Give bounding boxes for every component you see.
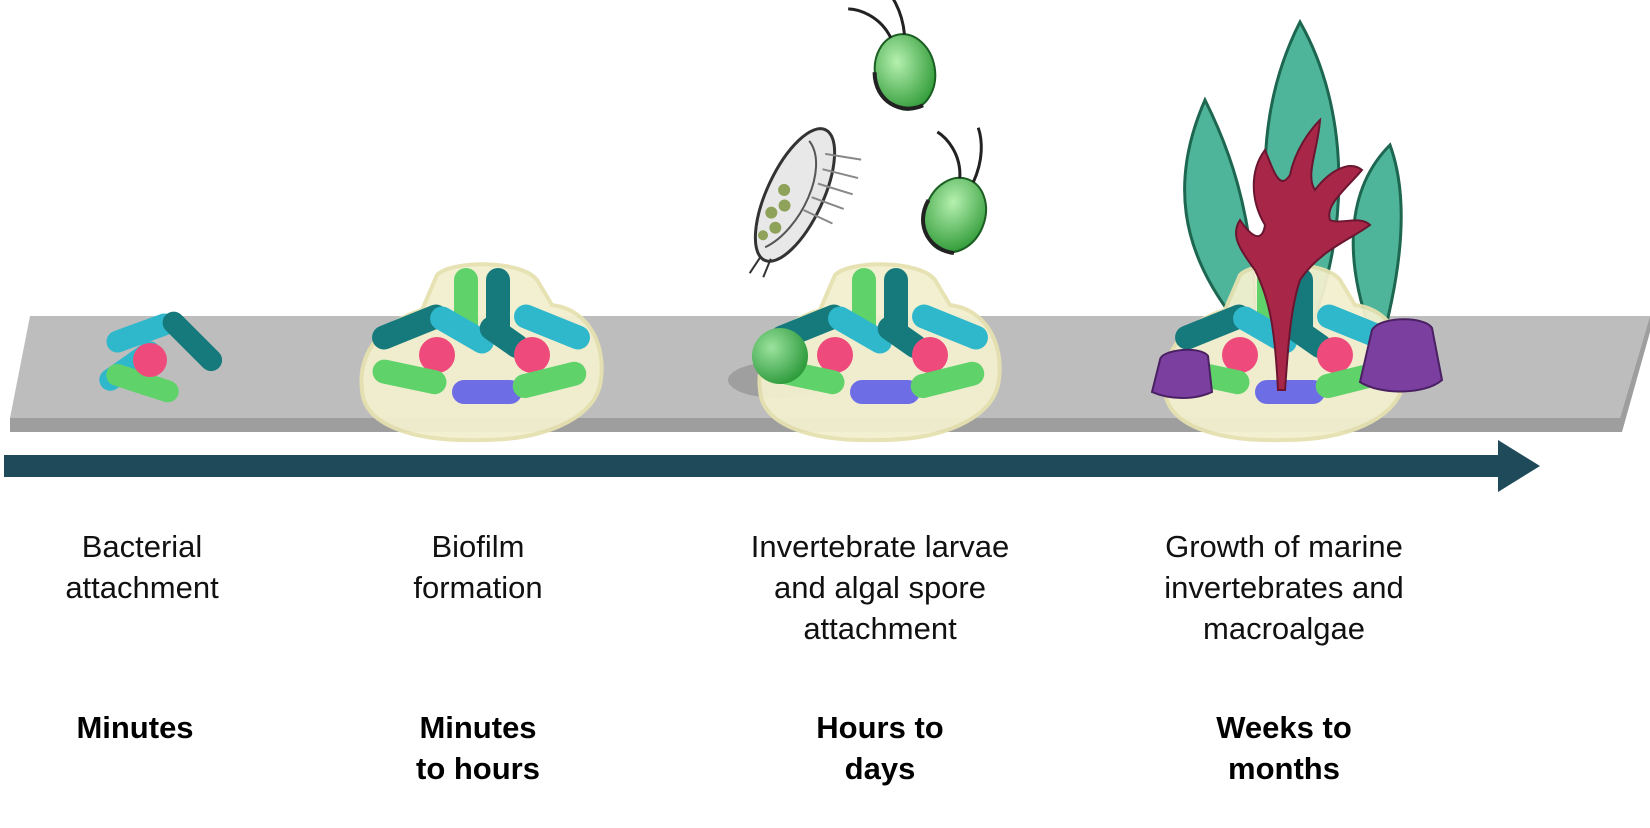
stage-1-bacteria-illustration <box>99 311 223 403</box>
stage-4-time: Weeks to months <box>1216 710 1352 786</box>
barnacle-left <box>1150 348 1214 399</box>
settled-spore <box>752 328 808 384</box>
kelp-blade-3 <box>1351 142 1403 332</box>
substrate-edge <box>10 316 1650 432</box>
stage-1-description: Bacterial attachment <box>65 529 219 605</box>
timeline-arrow-shaft <box>4 455 1504 477</box>
stage-1-time: Minutes <box>76 710 194 745</box>
stage-3-description: Invertebrate larvae and algal spore atta… <box>750 529 1010 646</box>
stage-2-description: Biofilm formation <box>413 529 543 605</box>
stage-3-larvae-spores-illustration <box>728 0 1016 443</box>
stage-2-time: Minutes to hours <box>416 710 540 786</box>
barnacle-larva <box>748 127 862 278</box>
swimming-algal-spore-1 <box>843 0 944 120</box>
swimming-algal-spore-2 <box>897 113 1016 263</box>
stage-3-time: Hours to days <box>816 710 944 786</box>
red-macroalga <box>1235 117 1372 391</box>
stage-4-description: Growth of marine invertebrates and macro… <box>1164 529 1404 646</box>
stage-2-biofilm-illustration <box>359 262 604 443</box>
timeline-arrow-head <box>1498 440 1540 492</box>
stage-4-macrofouling-illustration <box>1150 18 1444 443</box>
barnacle-right <box>1358 318 1444 393</box>
